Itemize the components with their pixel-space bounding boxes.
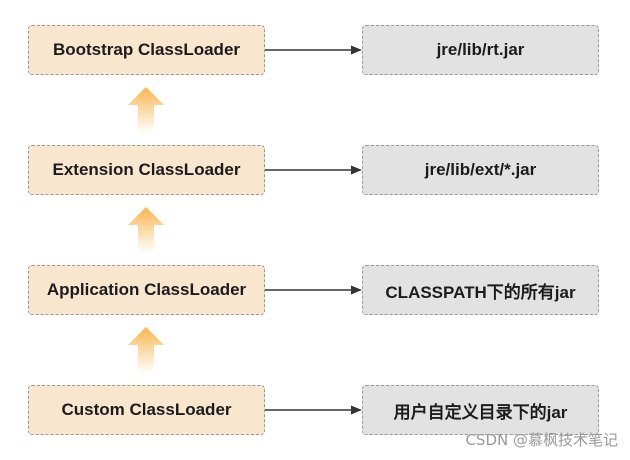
up-arrow-icon: [128, 207, 164, 253]
connector-arrow-icon: [265, 285, 362, 295]
connector-arrow-icon: [265, 405, 362, 415]
custom-path-box: 用户自定义目录下的jar: [362, 385, 599, 435]
connector-arrow-icon: [265, 165, 362, 175]
application-classloader-box: Application ClassLoader: [28, 265, 265, 315]
extension-path-box: jre/lib/ext/*.jar: [362, 145, 599, 195]
custom-classloader-box: Custom ClassLoader: [28, 385, 265, 435]
bootstrap-path-box: jre/lib/rt.jar: [362, 25, 599, 75]
connector-arrow-icon: [265, 45, 362, 55]
bootstrap-classloader-box: Bootstrap ClassLoader: [28, 25, 265, 75]
up-arrow-icon: [128, 327, 164, 373]
extension-classloader-box: Extension ClassLoader: [28, 145, 265, 195]
up-arrow-icon: [128, 87, 164, 133]
application-path-box: CLASSPATH下的所有jar: [362, 265, 599, 315]
watermark: CSDN @慕枫技术笔记: [465, 431, 618, 449]
